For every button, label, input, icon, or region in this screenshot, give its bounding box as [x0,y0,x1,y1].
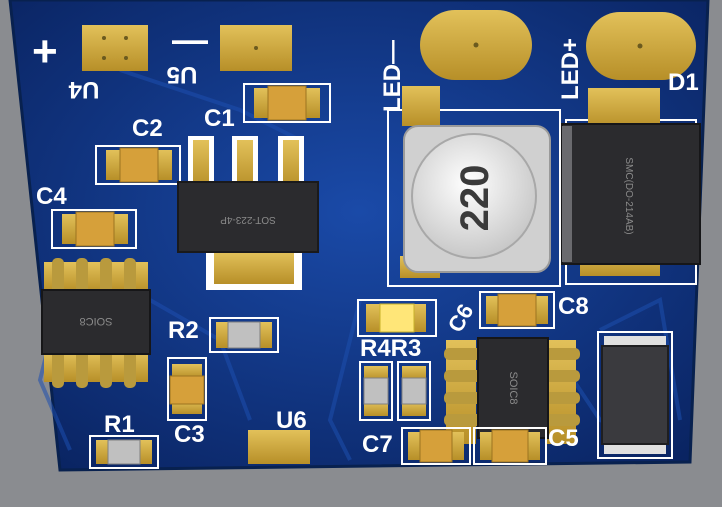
r1-resistor [107,439,141,465]
c8-capacitor [497,293,537,327]
c1-outline [243,83,331,123]
u4-label: U4 [68,76,99,103]
u6-pad [248,430,310,464]
c2-label: C2 [132,115,163,142]
plus-label: + [32,27,58,76]
r4-resistor [363,377,389,405]
u5-label: U5 [167,61,198,88]
right-power-part [597,331,673,459]
minus-label: — [172,19,208,60]
diode-marking: SMC(DO-214AB) [623,157,634,234]
inductor-value: 220 [453,165,497,232]
r4r3-label: R4R3 [360,335,421,362]
c6-component [379,303,415,333]
led-plus-label: LED+ [557,38,584,100]
c1-capacitor [267,85,307,121]
diode-smc: SMC(DO-214AB) [561,88,701,285]
c5-capacitor [491,429,529,463]
sot223-regulator: SOT-223-4P [177,136,319,290]
inductor-220: 220 [387,86,561,287]
soic-right-marking: SOIC8 [507,371,519,404]
c8-label: C8 [558,293,589,320]
soic8-right: SOIC8 [444,337,580,444]
c3-label: C3 [174,421,205,448]
u6-label: U6 [276,407,307,434]
c2-capacitor [119,147,159,183]
c4-capacitor [75,211,115,247]
c1-label: C1 [204,105,235,132]
regulator-marking: SOT-223-4P [220,214,276,225]
c7-capacitor [419,429,453,463]
led-minus-label: LED— [379,40,406,112]
soic8-left: SOIC8 [41,258,151,388]
r2-resistor [227,321,261,349]
c5-label: C5 [548,425,579,452]
r2-label: R2 [168,317,199,344]
r1-label: R1 [104,411,135,438]
c7-label: C7 [362,431,393,458]
c4-label: C4 [36,183,67,210]
soic-left-marking: SOIC8 [79,315,112,327]
c3-capacitor [169,375,205,405]
r3-resistor [401,377,427,405]
u4-pad [82,25,148,71]
d1-label: D1 [668,69,699,96]
